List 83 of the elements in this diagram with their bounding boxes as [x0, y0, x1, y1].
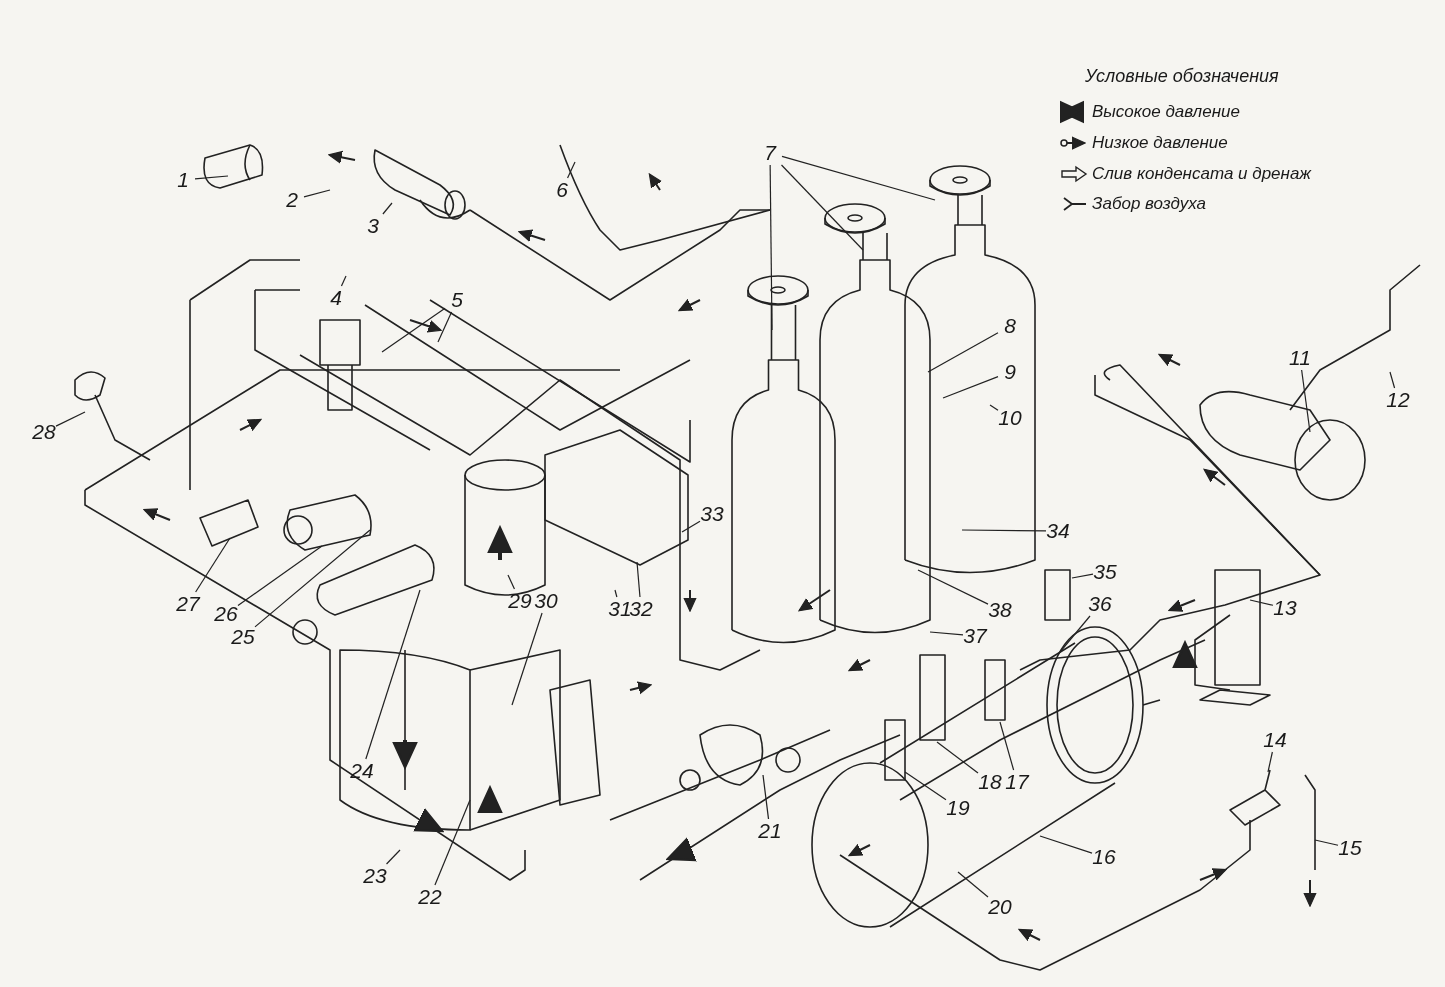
callout-number: 13 — [1273, 596, 1297, 620]
leader-line — [942, 376, 999, 399]
leader-line — [382, 202, 393, 215]
leader-line — [929, 631, 964, 636]
legend-text: Низкое давление — [1092, 133, 1228, 153]
callout-number: 22 — [418, 885, 442, 909]
legend-text: Высокое давление — [1092, 102, 1240, 122]
callout-number: 16 — [1092, 845, 1116, 869]
callout-number: 35 — [1093, 560, 1117, 584]
callout-number: 32 — [629, 597, 653, 621]
leader-line — [957, 871, 989, 898]
leader-line — [511, 612, 543, 706]
leader-line — [904, 771, 947, 801]
leader-line — [781, 155, 936, 201]
callout-number: 3 — [361, 214, 385, 238]
leader-line — [1059, 615, 1091, 653]
callout-number: 21 — [758, 819, 782, 843]
leader-line — [681, 520, 701, 533]
leader-line — [1389, 371, 1396, 389]
leader-line — [507, 574, 516, 590]
leader-line — [1071, 573, 1094, 579]
leader-line — [385, 849, 401, 865]
callout-number: 7 — [758, 141, 782, 165]
callout-number: 4 — [324, 286, 348, 310]
leader-line — [566, 161, 576, 179]
callout-number: 19 — [946, 796, 970, 820]
callout-number: 15 — [1338, 836, 1362, 860]
callout-number: 2 — [280, 188, 304, 212]
leader-line — [636, 561, 641, 598]
leader-line — [769, 164, 773, 331]
legend-text: Забор воздуха — [1092, 194, 1207, 214]
callout-number: 29 — [508, 589, 532, 613]
leader-line — [194, 175, 229, 180]
callout-number: 20 — [988, 895, 1012, 919]
callout-number: 30 — [534, 589, 558, 613]
leader-line — [762, 774, 770, 820]
leader-line — [989, 404, 999, 411]
legend-text: Слив конденсата и дренаж — [1092, 164, 1312, 184]
callout-number: 27 — [176, 592, 200, 616]
leader-line — [254, 529, 371, 628]
callout-number: 1 — [171, 168, 195, 192]
callout-number: 24 — [350, 759, 374, 783]
callout-number: 17 — [1005, 770, 1029, 794]
leader-line — [1249, 599, 1274, 606]
callout-number: 6 — [550, 178, 574, 202]
leader-line — [927, 332, 999, 373]
callout-number: 11 — [1288, 346, 1312, 370]
callout-number: 34 — [1046, 519, 1070, 543]
leader-line — [1314, 839, 1339, 846]
leader-line — [999, 721, 1015, 771]
callout-number: 33 — [700, 502, 724, 526]
leader-line — [381, 307, 446, 353]
callout-number: 12 — [1386, 388, 1410, 412]
leader-line — [434, 799, 471, 886]
leader-line — [780, 164, 864, 251]
leader-line — [340, 275, 347, 287]
leader-line — [303, 189, 331, 198]
callout-number: 26 — [214, 602, 238, 626]
leader-line — [1039, 835, 1093, 854]
callout-number: 8 — [998, 314, 1022, 338]
callout-number: 9 — [998, 360, 1022, 384]
callout-number: 14 — [1263, 728, 1287, 752]
leader-line — [961, 529, 1047, 532]
leader-line — [917, 569, 989, 605]
legend-title: Условные обозначения — [1085, 66, 1279, 86]
leader-line — [195, 537, 231, 593]
callout-number: 23 — [363, 864, 387, 888]
leader-line — [237, 545, 323, 607]
callout-number: 36 — [1088, 592, 1112, 616]
callout-number: 28 — [32, 420, 56, 444]
leader-line — [1301, 369, 1311, 433]
callout-number: 5 — [445, 288, 469, 312]
leader-line — [365, 589, 421, 760]
callout-number: 37 — [963, 624, 987, 648]
leader-line — [1267, 751, 1273, 773]
leader-line — [437, 311, 453, 343]
leader-line — [55, 411, 86, 427]
callout-number: 25 — [231, 625, 255, 649]
leader-line — [936, 741, 979, 774]
callout-number: 18 — [978, 770, 1002, 794]
callout-number: 10 — [998, 406, 1022, 430]
leader-line — [614, 589, 618, 598]
callout-number: 38 — [988, 598, 1012, 622]
